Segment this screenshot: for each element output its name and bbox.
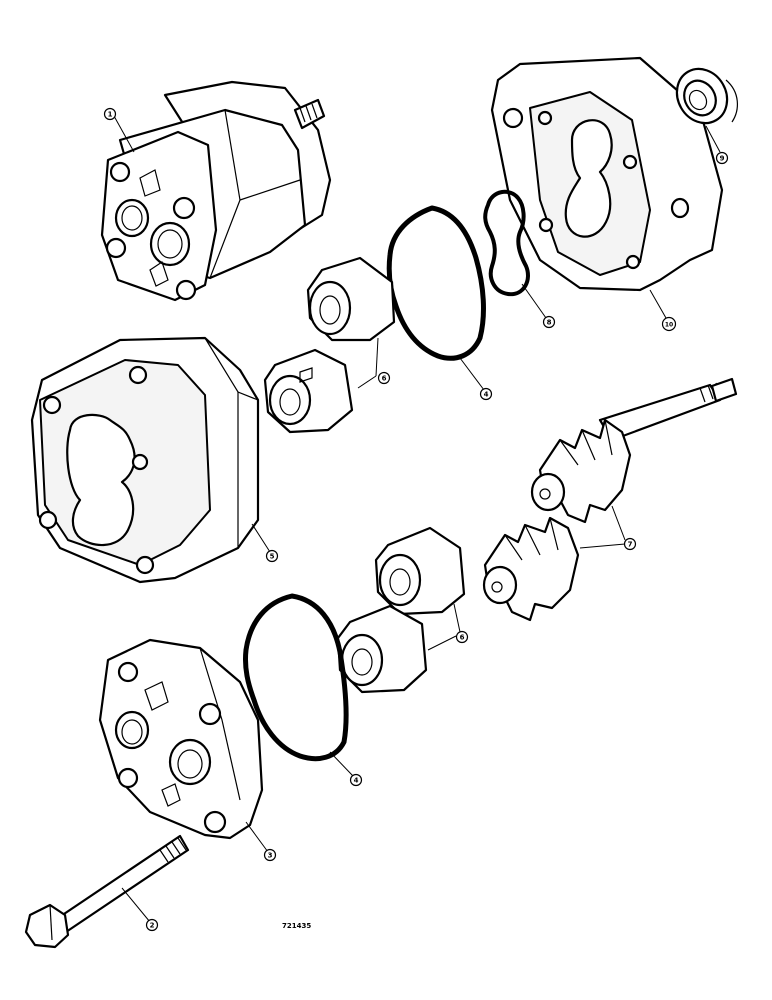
gasket-lower bbox=[243, 593, 349, 762]
svg-text:8: 8 bbox=[547, 319, 552, 327]
callout-bushings-lower: 6 bbox=[427, 603, 469, 651]
callout-gasket-upper: 4 bbox=[459, 357, 493, 401]
pump-assembly bbox=[100, 80, 332, 302]
bolt bbox=[24, 834, 190, 949]
callout-bolt: 2 bbox=[121, 887, 159, 932]
bushings-upper bbox=[263, 256, 396, 434]
callout-body: 5 bbox=[251, 523, 279, 563]
svg-text:1: 1 bbox=[108, 111, 113, 119]
front-cover bbox=[98, 638, 264, 840]
callout-gears: 7 bbox=[579, 505, 637, 551]
o-ring bbox=[483, 189, 530, 297]
svg-text:2: 2 bbox=[150, 922, 155, 930]
svg-text:7: 7 bbox=[628, 541, 633, 549]
svg-text:5: 5 bbox=[270, 553, 275, 561]
svg-text:3: 3 bbox=[268, 852, 273, 860]
svg-text:6: 6 bbox=[460, 634, 465, 642]
gasket-upper bbox=[386, 205, 486, 361]
seal bbox=[675, 67, 738, 125]
body bbox=[30, 336, 260, 584]
mounting-flange bbox=[490, 56, 724, 292]
callout-bushings-upper: 6 bbox=[357, 337, 391, 389]
callout-pump-assembly: 1 bbox=[103, 107, 135, 153]
callout-seal: 9 bbox=[705, 125, 729, 165]
svg-text:10: 10 bbox=[665, 322, 673, 329]
svg-text:4: 4 bbox=[484, 391, 489, 399]
callout-o-ring: 8 bbox=[521, 283, 556, 329]
callout-front-cover: 3 bbox=[245, 821, 277, 862]
svg-text:4: 4 bbox=[354, 777, 359, 785]
svg-text:9: 9 bbox=[720, 155, 725, 163]
callout-mounting-flange: 10 bbox=[649, 289, 677, 332]
figure-number: 721435 bbox=[282, 922, 311, 930]
callout-gasket-lower: 4 bbox=[329, 751, 363, 787]
bushings-lower bbox=[336, 526, 466, 694]
svg-text:6: 6 bbox=[382, 375, 387, 383]
gears bbox=[482, 377, 738, 622]
